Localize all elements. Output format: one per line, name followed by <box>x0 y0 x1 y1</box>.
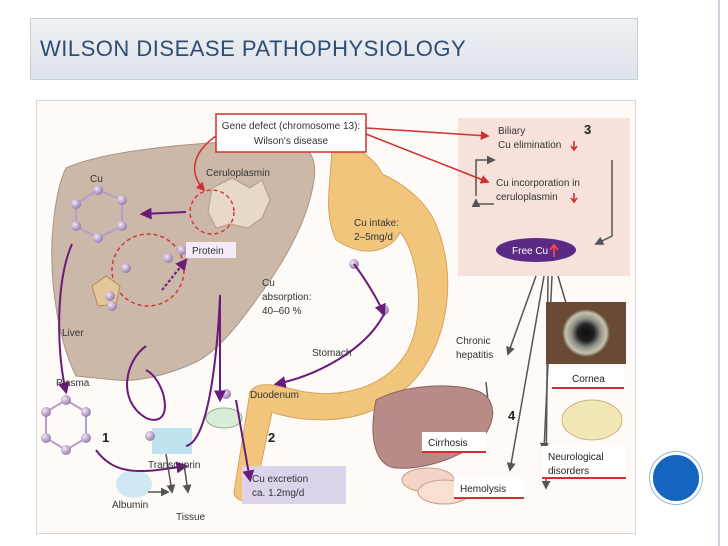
wilson-diagram: Gene defect (chromosome 13): Wilson's di… <box>36 100 636 534</box>
duodenum-label: Duodenum <box>250 390 299 401</box>
cu-dot <box>177 245 187 255</box>
ceruloplasmin-label: Ceruloplasmin <box>206 168 270 179</box>
biliary-line1: Biliary <box>498 126 525 137</box>
cu-dot <box>145 431 155 441</box>
cu-excretion-line2: ca. 1.2mg/d <box>252 488 304 499</box>
down-arrow-icon <box>570 193 578 204</box>
stomach-shape <box>233 141 449 502</box>
up-arrow-icon <box>549 243 559 257</box>
cirrhosis-tag <box>422 432 486 452</box>
cu-excretion-line1: Cu excretion <box>252 474 308 485</box>
duodenum-cell <box>205 407 243 429</box>
slide-title: WILSON DISEASE PATHOPHYSIOLOGY <box>40 36 467 61</box>
gene-defect-box <box>215 113 367 153</box>
cu-dot <box>221 389 231 399</box>
ceruloplasmin-shape <box>207 177 271 229</box>
gene-defect-line1: Gene defect (chromosome 13): <box>222 121 360 132</box>
gene-defect-arrows <box>193 127 490 192</box>
cu-absorption-line1: Cu <box>262 278 275 289</box>
number-3: 3 <box>584 122 591 137</box>
hemolysis-label: Hemolysis <box>460 484 506 495</box>
cu-absorption-line2: absorption: <box>262 292 311 303</box>
cu-label: Cu <box>90 174 103 185</box>
albumin-label: Albumin <box>112 500 148 511</box>
number-1: 1 <box>102 430 109 445</box>
title-bar <box>30 18 638 80</box>
protein-tag <box>186 242 236 258</box>
hemolysis-tag <box>454 478 524 498</box>
number-2: 2 <box>268 430 275 445</box>
incorporation-line1: Cu incorporation in <box>496 178 580 189</box>
brain-image <box>561 399 623 441</box>
biliary-line2: Cu elimination <box>498 140 561 151</box>
cornea-label: Cornea <box>572 374 605 385</box>
protein-label: Protein <box>192 246 224 257</box>
slide-nav-button[interactable] <box>650 452 702 504</box>
chronic-line1: Chronic <box>456 336 490 347</box>
plasma-label: Plasma <box>56 378 90 389</box>
neuro-line2: disorders <box>548 466 589 477</box>
cu-dot <box>163 253 173 263</box>
copper-flow-arrows <box>57 207 386 483</box>
cornea-eye <box>562 309 610 357</box>
stomach-label: Stomach <box>312 348 351 359</box>
free-cu-label: Free Cu <box>512 246 548 257</box>
chronic-line2: hepatitis <box>456 350 493 361</box>
cu-intake-line2: 2–5mg/d <box>354 232 393 243</box>
tissue-label: Tissue <box>176 512 206 523</box>
cu-dot <box>105 291 115 301</box>
cirrhosis-label: Cirrhosis <box>428 438 467 449</box>
neuro-tag <box>542 446 626 478</box>
cu-ring-plasma <box>41 395 91 455</box>
transcuprin-label: Transcuprin <box>148 460 200 471</box>
red-dashed-circle <box>189 189 235 235</box>
number-4: 4 <box>508 408 516 423</box>
cu-ring-hepatocyte <box>71 185 127 243</box>
cu-absorption-line3: 40–60 % <box>262 306 302 317</box>
liver-label: Liver <box>62 328 84 339</box>
neuro-line1: Neurological <box>548 452 604 463</box>
excretion-box <box>242 466 346 504</box>
incorporation-line2: ceruloplasmin <box>496 192 558 203</box>
cornea-tag <box>552 368 624 388</box>
free-cu-badge <box>496 238 576 262</box>
cu-intake-line1: Cu intake: <box>354 218 399 229</box>
transcuprin-box <box>152 428 192 454</box>
cu-dot <box>121 263 131 273</box>
down-arrow-icon <box>570 141 578 152</box>
cu-dot <box>107 301 117 311</box>
gene-defect-line2: Wilson's disease <box>254 136 329 147</box>
albumin-blob <box>116 470 152 498</box>
slide-divider <box>718 0 720 546</box>
